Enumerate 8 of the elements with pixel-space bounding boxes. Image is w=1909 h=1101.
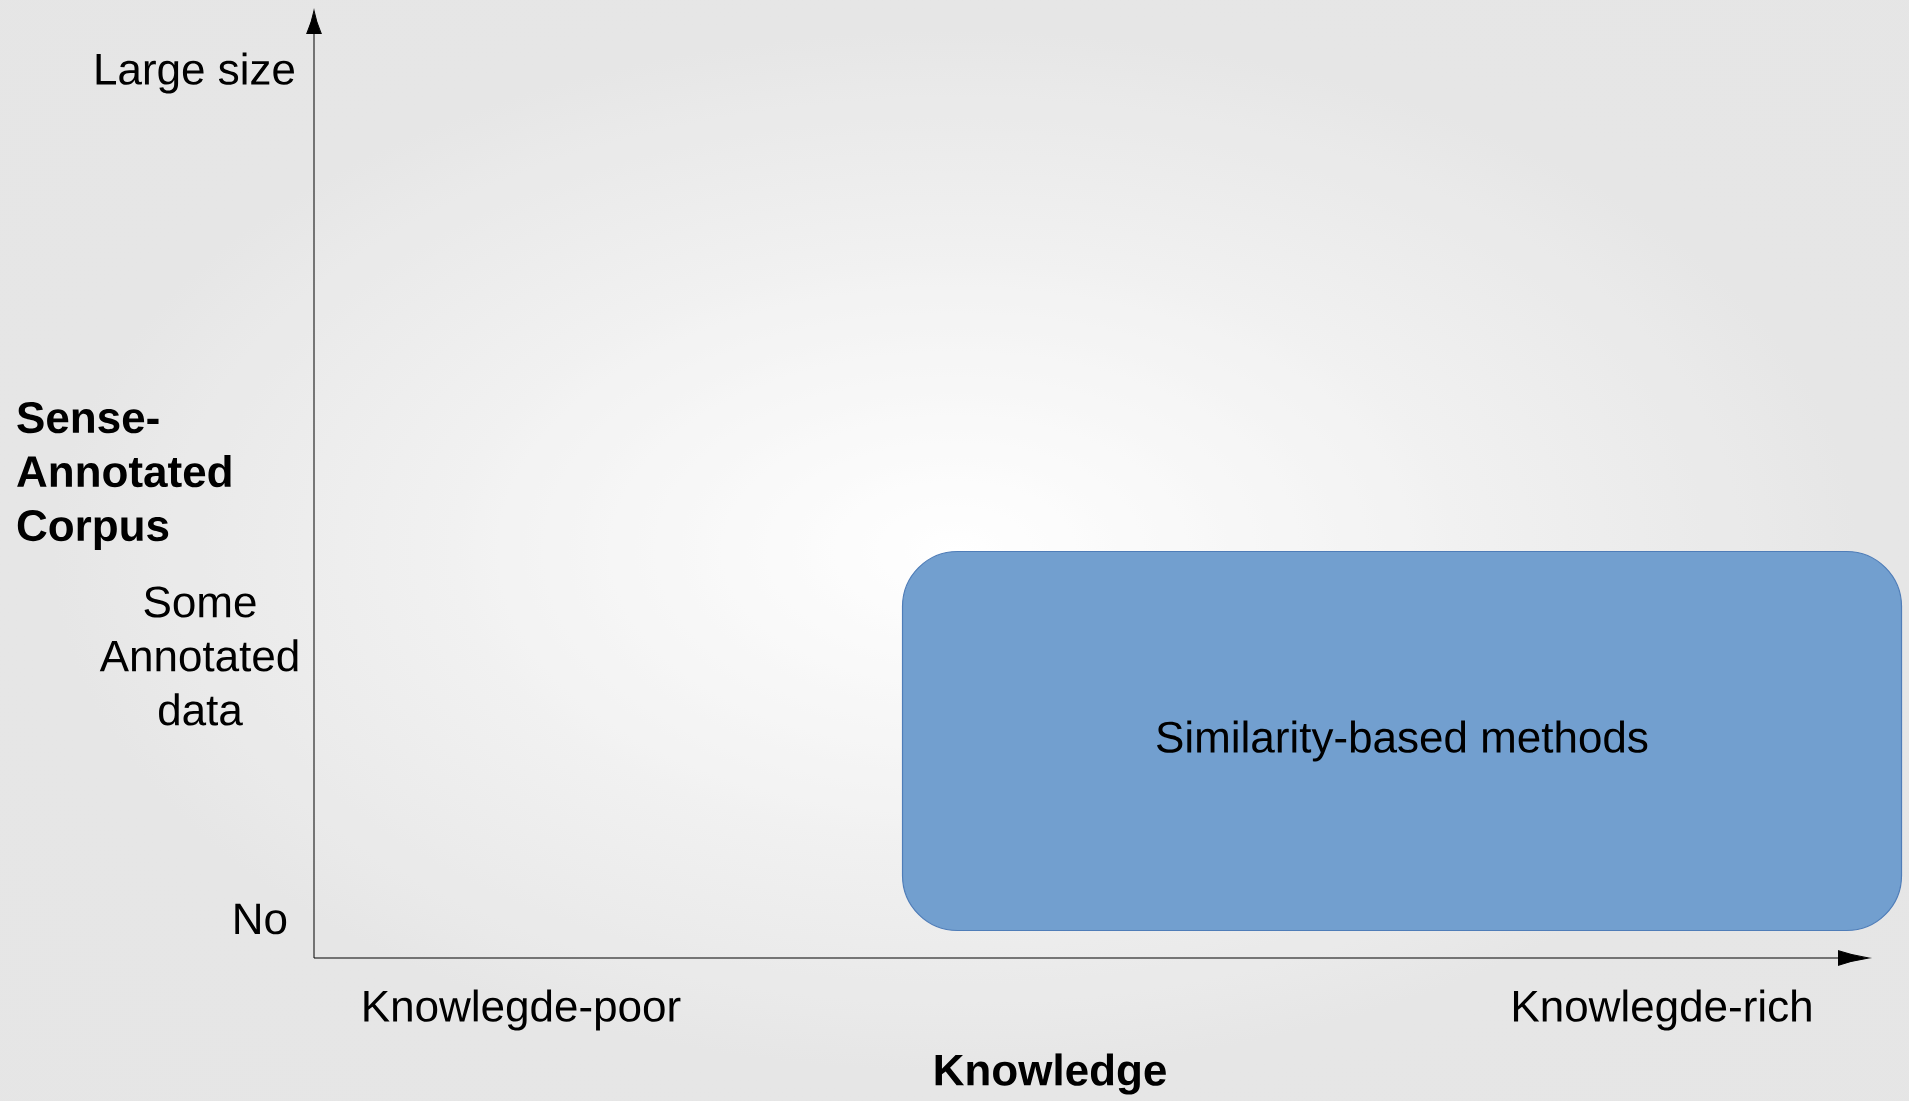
- axis-label: Knowlegde-poor: [364, 989, 681, 1031]
- axis-label: Knowlegde-rich: [1514, 989, 1811, 1031]
- axis-title: Sense-Annotated Corpus: [17, 402, 231, 550]
- method-box: Similarity-based methods: [901, 550, 1903, 932]
- axis-title: Knowledge: [935, 1053, 1166, 1095]
- axis-label: Large size: [96, 52, 294, 94]
- axis-label: No: [235, 903, 287, 935]
- axis-label: Some Annotated data: [99, 586, 298, 726]
